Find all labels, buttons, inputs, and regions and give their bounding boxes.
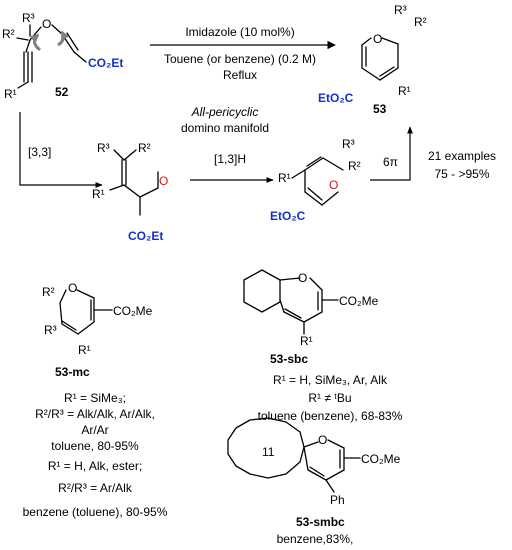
phenyl: Ph [330,493,345,507]
mc-cond6: R²/R³ = Ar/Alk [58,481,133,495]
compound-53-mc: R² O CO₂Me R³ R¹ 53-mc [42,281,153,379]
smbc-cond1: benzene,83%, [277,532,354,546]
atom-r2: R² [348,159,361,173]
mc-cond4: toluene, 80-95% [51,439,139,453]
atom-o: O [68,281,77,295]
co2me-sbc: CO₂Me [339,294,379,308]
summary-line1: 21 examples [428,149,496,163]
atom-o-aldehyde: O [159,174,168,188]
step3-label: 6π [383,155,398,169]
atom-r1: R¹ [300,334,313,348]
co2me-smbc: CO₂Me [361,452,401,466]
atom-r2: R² [2,27,15,41]
atom-o: O [298,271,307,285]
reagent-line2: Touene (or benzene) (0.2 M) [164,52,316,66]
ester-53: EtO₂C [318,91,354,105]
co2me-mc: CO₂Me [113,304,153,318]
label-53: 53 [373,102,387,116]
atom-o: O [42,17,51,31]
atom-r3: R³ [22,11,35,25]
atom-r3: R³ [394,3,407,17]
manifold-line1: All-pericyclic [191,105,259,119]
step3-arrow [370,126,413,181]
compound-53-smbc: 11 O CO₂Me Ph 53-smbc [227,417,401,529]
compound-53: O R³ R² R¹ EtO₂C 53 [318,3,427,116]
reagent-line1: Imidazole (10 mol%) [185,25,294,39]
atom-r1: R¹ [4,87,17,101]
atom-r3: R³ [97,141,110,155]
ester-allene: CO₂Et [128,229,163,243]
manifold-line2: domino manifold [181,121,269,135]
atom-o: O [318,433,327,447]
mc-cond7: benzene (toluene), 80-95% [23,505,168,519]
compound-53-sbc: O CO₂Me R¹ 53-sbc [243,269,379,366]
name-53-sbc: 53-sbc [270,352,308,366]
atom-r3: R³ [342,137,355,151]
mc-cond3: Ar/Ar [81,423,108,437]
atom-r2: R² [414,15,427,29]
ester-dienal: EtO₂C [270,209,306,223]
sbc-cond1: R¹ = H, SiMe₃, Ar, Alk [273,373,388,387]
name-53-mc: 53-mc [55,365,90,379]
mc-cond5: R¹ = H, Alk, ester; [48,459,142,473]
mc-cond2: R²/R³ = Alk/Alk, Ar/Alk, [35,407,155,421]
name-53-smbc: 53-smbc [296,515,345,529]
dienal-intermediate: R¹ R³ R² O EtO₂C [270,137,361,223]
compound-52: R³ R² O R¹ CO₂Et 52 [2,11,123,101]
atom-r3: R³ [44,323,57,337]
reagent-line3: Reflux [223,68,257,82]
step1-arrow [19,112,103,188]
sbc-cond3: toluene (benzene), 68-83% [258,409,403,423]
ester-52: CO₂Et [88,56,123,70]
atom-r2: R² [138,141,151,155]
mc-cond1: R¹ = SiMe₃; [64,391,126,405]
atom-r1: R¹ [78,343,91,357]
label-52: 52 [55,85,69,99]
atom-r1: R¹ [398,84,411,98]
atom-o: O [373,32,382,46]
summary-line2: 75 - >95% [434,167,489,181]
atom-r2: R² [42,285,55,299]
ring-size-label: 11 [262,445,275,459]
atom-o-dienal: O [329,178,338,192]
sbc-cond2: R¹ ≠ ᵗBu [308,391,351,405]
step1-label: [3,3] [28,145,51,159]
step2-label: [1,3]H [214,152,246,166]
atom-r1: R¹ [92,187,105,201]
atom-r1: R¹ [278,171,291,185]
allene-intermediate: R³ R² R¹ O CO₂Et [92,141,168,243]
